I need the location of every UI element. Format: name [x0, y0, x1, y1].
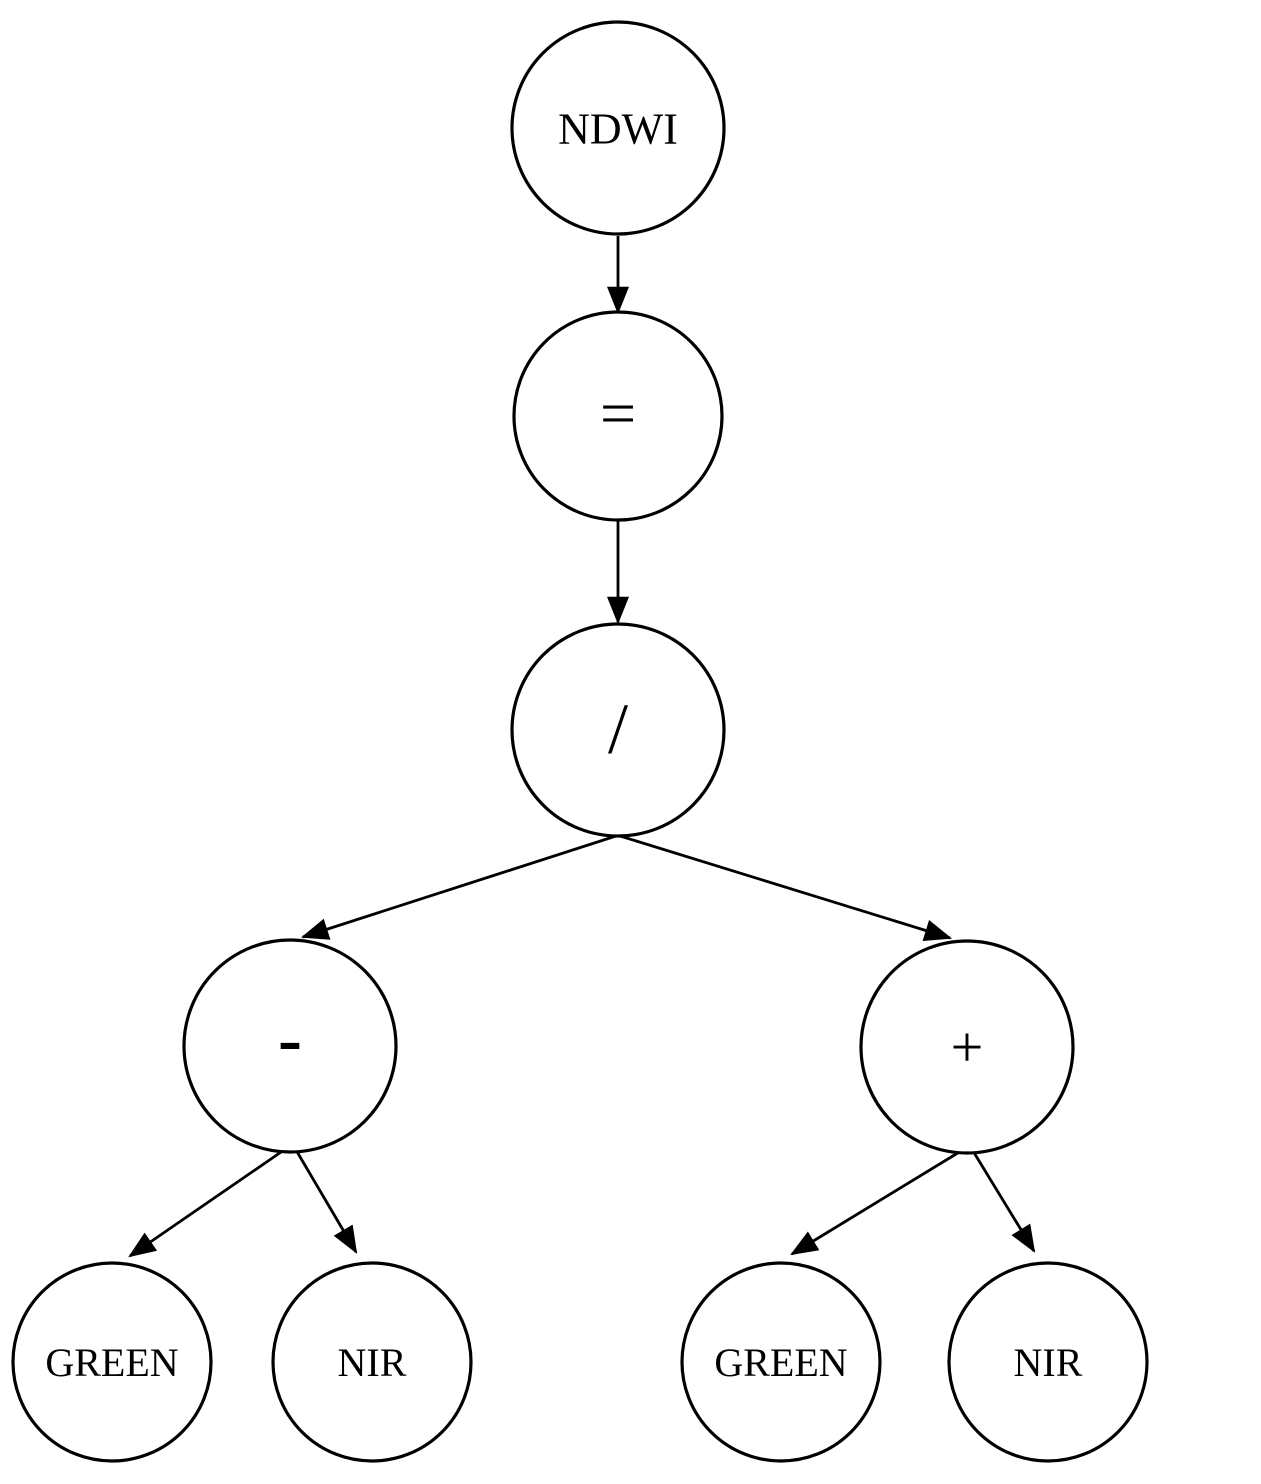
node-divide-label: / — [608, 689, 628, 769]
node-ndwi-label: NDWI — [558, 104, 678, 153]
node-nir-right-circle — [947, 1261, 1149, 1463]
node-equals: = — [512, 310, 724, 522]
node-equals-label: = — [600, 377, 636, 448]
edge-minus-green — [128, 1148, 285, 1258]
node-ndwi: NDWI — [510, 20, 726, 236]
node-nir-left-circle — [271, 1261, 473, 1463]
node-green-right-label: GREEN — [714, 1340, 847, 1385]
node-green-right: GREEN — [680, 1261, 882, 1463]
node-nir-right: NIR — [947, 1261, 1149, 1463]
node-green-left-label: GREEN — [45, 1340, 178, 1385]
edge-minus-nir — [294, 1149, 358, 1254]
edge-plus-nir — [971, 1150, 1036, 1253]
node-nir-left: NIR — [271, 1261, 473, 1463]
edge-divide-minus — [300, 834, 617, 940]
node-plus-circle — [859, 939, 1075, 1155]
node-divide: / — [510, 622, 726, 838]
node-divide-circle — [510, 622, 726, 838]
node-green-left-circle — [11, 1261, 213, 1463]
node-minus-label: - — [278, 999, 302, 1079]
node-plus: + — [859, 939, 1075, 1155]
edge-plus-green — [790, 1149, 962, 1256]
node-nir-left-label: NIR — [338, 1340, 407, 1385]
node-ndwi-circle — [510, 20, 726, 236]
node-minus-circle — [182, 938, 398, 1154]
edge-divide-plus — [619, 834, 953, 942]
node-plus-label: + — [951, 1014, 984, 1079]
node-green-left: GREEN — [11, 1261, 213, 1463]
node-nir-right-label: NIR — [1014, 1340, 1083, 1385]
node-green-right-circle — [680, 1261, 882, 1463]
edges — [128, 236, 1036, 1258]
node-equals-circle — [512, 310, 724, 522]
node-minus: - — [182, 938, 398, 1154]
